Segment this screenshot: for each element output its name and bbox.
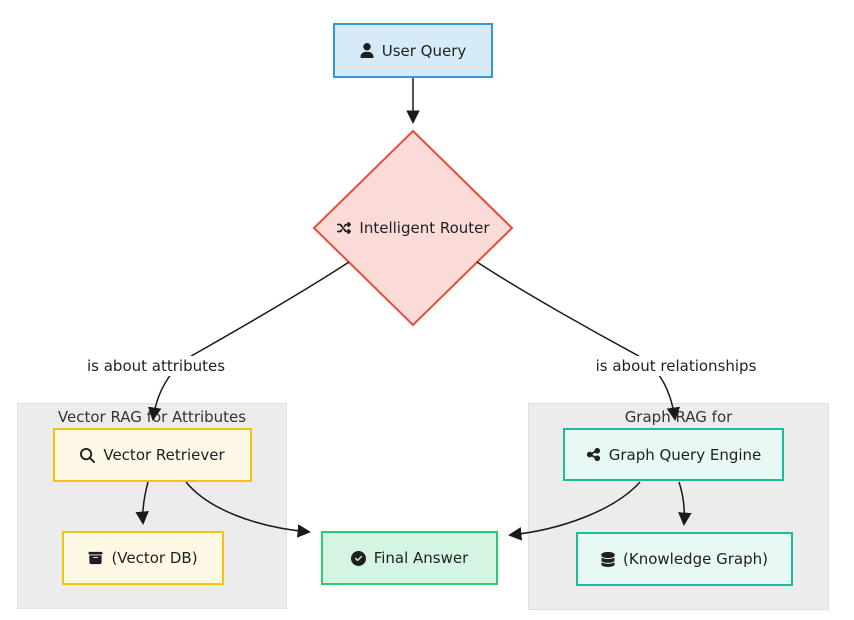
- node-final-answer-label: Final Answer: [373, 549, 469, 567]
- subgraph-vector-rag-title: Vector RAG for Attributes: [57, 408, 247, 426]
- edge-router-to-graph-engine: [476, 261, 680, 422]
- edge-label-attributes: is about attributes: [82, 356, 230, 376]
- node-graph-query-engine-label: Graph Query Engine: [608, 445, 762, 464]
- node-user-query: User Query: [333, 23, 493, 78]
- node-intelligent-router-label: Intelligent Router: [359, 219, 490, 237]
- node-knowledge-graph: (Knowledge Graph): [576, 532, 793, 586]
- archive-box-icon: [88, 551, 103, 565]
- database-icon: [601, 551, 615, 567]
- check-circle-icon: [350, 550, 366, 566]
- share-nodes-icon: [586, 447, 601, 462]
- node-vector-db-label: (Vector DB): [111, 549, 198, 567]
- node-intelligent-router: Intelligent Router: [313, 212, 513, 244]
- subgraph-graph-rag-title: Graph RAG for: [624, 408, 733, 426]
- node-user-query-label: User Query: [381, 41, 467, 60]
- edge-label-relationships: is about relationships: [591, 356, 761, 376]
- node-final-answer: Final Answer: [321, 531, 498, 585]
- node-graph-query-engine: Graph Query Engine: [563, 428, 784, 481]
- node-vector-retriever-label: Vector Retriever: [103, 446, 225, 464]
- node-vector-retriever: Vector Retriever: [53, 428, 252, 482]
- magnifier-icon: [80, 447, 96, 463]
- shuffle-icon: [336, 221, 352, 235]
- edge-router-to-vector-retriever: [148, 261, 350, 422]
- node-vector-db: (Vector DB): [62, 531, 224, 585]
- user-icon: [360, 43, 374, 58]
- node-knowledge-graph-label: (Knowledge Graph): [623, 550, 768, 568]
